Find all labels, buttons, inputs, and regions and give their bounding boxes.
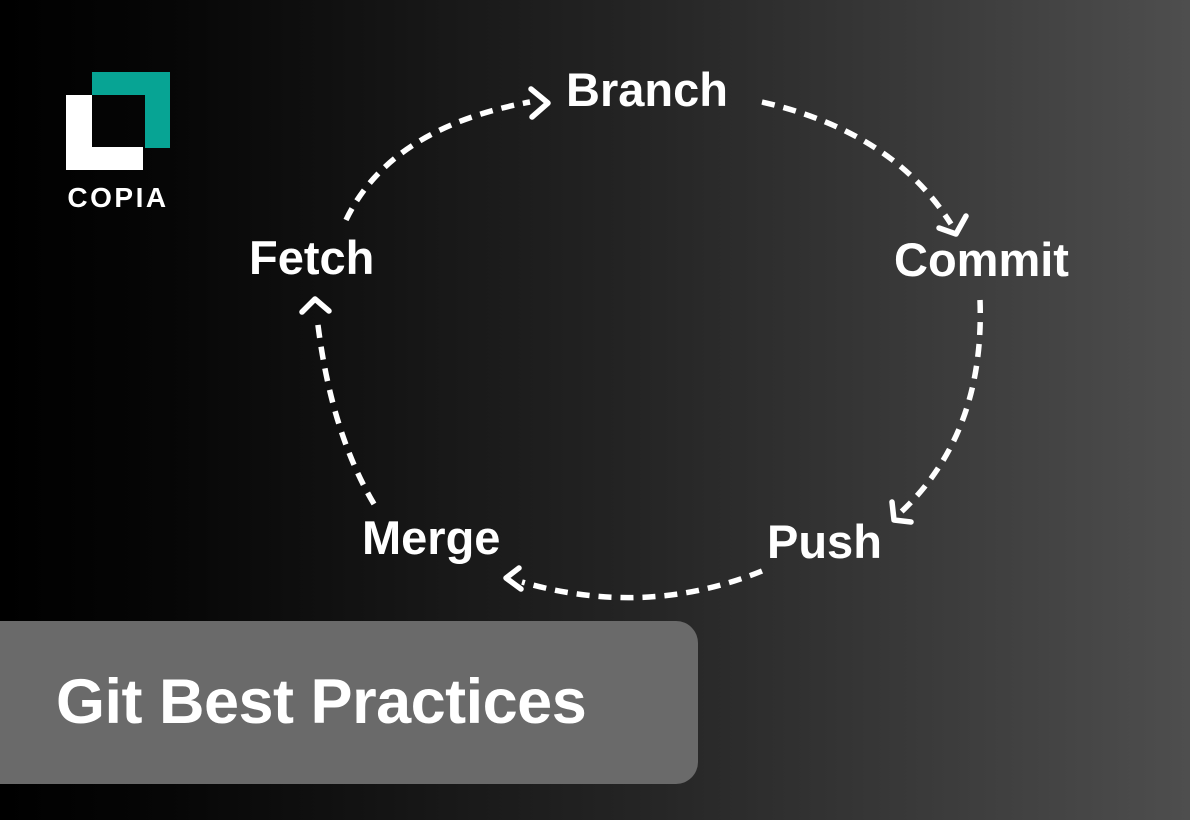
- arrow-fetch-to-branch: [343, 86, 551, 222]
- title-banner: Git Best Practices: [0, 621, 698, 784]
- node-branch: Branch: [566, 63, 728, 116]
- node-merge: Merge: [362, 511, 501, 564]
- node-commit: Commit: [894, 233, 1069, 286]
- page-title: Git Best Practices: [56, 667, 587, 737]
- copia-logo-mark: [66, 72, 170, 170]
- white-square-icon: [66, 95, 143, 170]
- arrow-merge-to-fetch: [299, 296, 377, 506]
- arrow-push-to-merge: [503, 565, 764, 601]
- copia-logo: COPIA: [66, 72, 170, 212]
- arrow-commit-to-push: [889, 299, 984, 525]
- brand-wordmark: COPIA: [67, 182, 169, 213]
- node-push: Push: [767, 515, 882, 568]
- arrow-branch-to-commit: [761, 99, 969, 237]
- node-fetch: Fetch: [249, 231, 375, 284]
- teal-square-icon: [92, 72, 170, 148]
